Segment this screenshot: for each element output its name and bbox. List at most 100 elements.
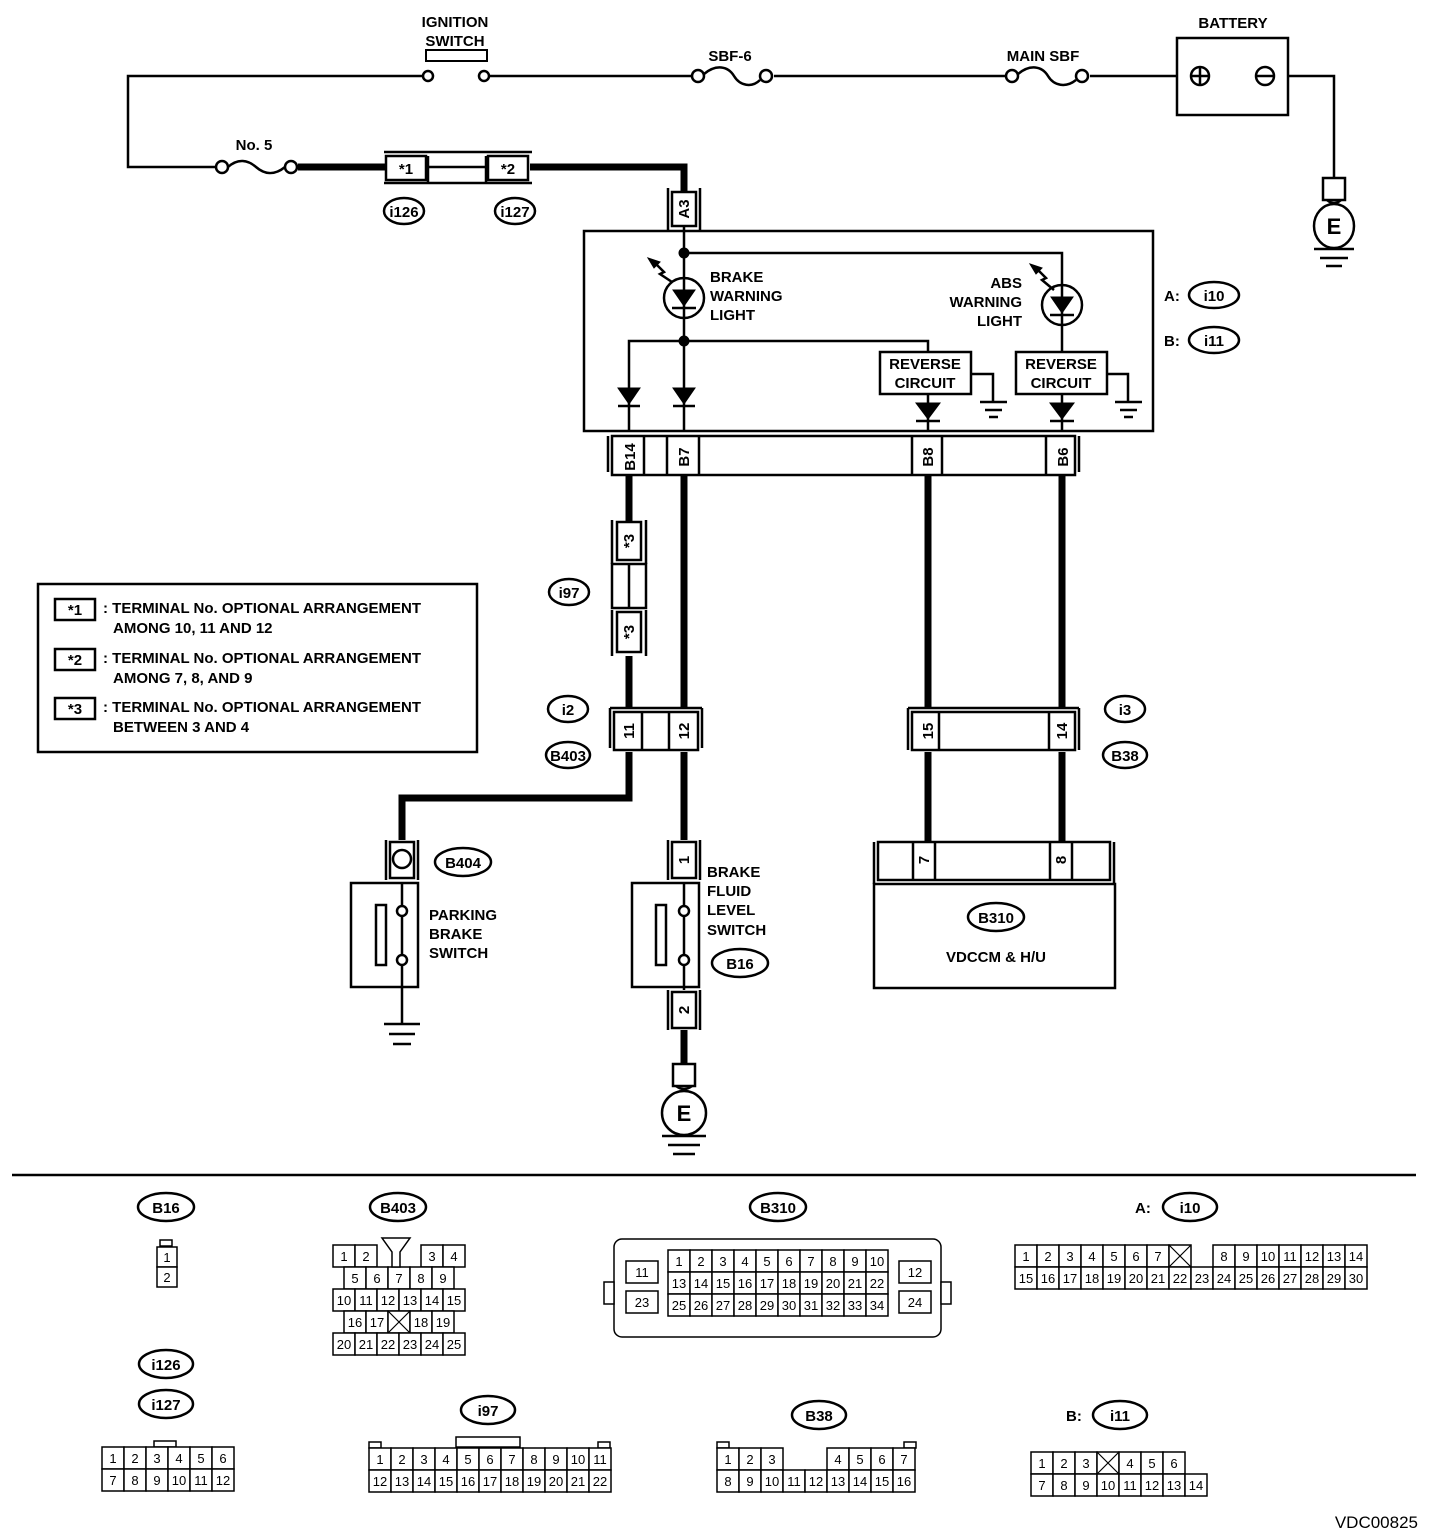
pin-number: 15 xyxy=(875,1474,889,1489)
pin-number: 4 xyxy=(741,1254,748,1269)
pin-number: 7 xyxy=(1154,1249,1161,1264)
pin-number: 8 xyxy=(417,1271,424,1286)
pin-cell xyxy=(625,1290,659,1314)
combination-meter: BRAKE WARNING LIGHT ABS WARNING LIGHT RE… xyxy=(582,226,1241,433)
pin-number: 17 xyxy=(483,1474,497,1489)
pin-number: 6 xyxy=(1170,1456,1177,1471)
pin-number: 27 xyxy=(716,1298,730,1313)
pin-cell xyxy=(156,1266,178,1288)
legend-item: *3 : TERMINAL No. OPTIONAL ARRANGEMENT B… xyxy=(53,696,421,736)
ignition-switch-label-2: SWITCH xyxy=(425,33,484,50)
vdccm-label: VDCCM & H/U xyxy=(946,949,1046,966)
pin-number: 9 xyxy=(1082,1478,1089,1493)
pin-number: 20 xyxy=(1129,1271,1143,1286)
terminal-b14: B14 xyxy=(622,443,639,471)
reverse-circuit-2-label-1: REVERSE xyxy=(1025,356,1097,373)
pin-number: 33 xyxy=(848,1298,862,1313)
pin-number: 4 xyxy=(1088,1249,1095,1264)
connector-i97: *3 *3 i97 xyxy=(547,520,648,656)
view-id-i10: i10 xyxy=(1180,1200,1201,1217)
harness-wires xyxy=(398,475,1066,1064)
pin-number: 27 xyxy=(1283,1271,1297,1286)
terminal-a3-label: A3 xyxy=(676,199,693,218)
connector-id-i2: i2 xyxy=(562,702,575,719)
legend-mark-2: *2 xyxy=(68,652,82,669)
legend-line-2b: AMONG 7, 8, AND 9 xyxy=(113,670,252,687)
pin-number: 25 xyxy=(672,1298,686,1313)
pin-number: 11 xyxy=(359,1293,373,1308)
pin-number: 19 xyxy=(1107,1271,1121,1286)
pin-number: 10 xyxy=(1261,1249,1275,1264)
pin-number: 6 xyxy=(373,1271,380,1286)
diagram-code: VDC00825 xyxy=(1335,1513,1418,1532)
pin-number: 34 xyxy=(870,1298,884,1313)
pin-number: 3 xyxy=(428,1249,435,1264)
abs-warning-label-1: ABS xyxy=(990,275,1022,292)
pin-number: 16 xyxy=(738,1276,752,1291)
pin-number: 7 xyxy=(508,1452,515,1467)
view-label-b: B: xyxy=(1066,1408,1082,1425)
pin-number: 8 xyxy=(530,1452,537,1467)
pin-number: 23 xyxy=(1195,1271,1209,1286)
pin-number: 11 xyxy=(593,1452,607,1467)
pin-number: 8 xyxy=(829,1254,836,1269)
power-wiring xyxy=(126,74,1336,196)
pin-number: 6 xyxy=(878,1452,885,1467)
pin-number: 11 xyxy=(1123,1478,1137,1493)
connector-id-b310: B310 xyxy=(978,910,1014,927)
pin-number: 5 xyxy=(1148,1456,1155,1471)
view-id-b16: B16 xyxy=(152,1200,180,1217)
pin-number: 2 xyxy=(398,1452,405,1467)
main-sbf-label: MAIN SBF xyxy=(1007,48,1080,65)
pin-number: 16 xyxy=(897,1474,911,1489)
pin-number: 5 xyxy=(197,1451,204,1466)
pin-number: 21 xyxy=(848,1276,862,1291)
pin-number: 12 xyxy=(908,1265,922,1280)
pin-cell xyxy=(1184,1473,1208,1497)
pin-number: 5 xyxy=(856,1452,863,1467)
pin-number: 16 xyxy=(348,1315,362,1330)
pin-number: 5 xyxy=(1110,1249,1117,1264)
brake-fluid-label-4: SWITCH xyxy=(707,922,766,939)
terminal-12: 12 xyxy=(676,723,693,740)
pin-number: 22 xyxy=(593,1474,607,1489)
pin-number: 11 xyxy=(194,1473,208,1488)
pin-number: 22 xyxy=(870,1276,884,1291)
connector-id-i3: i3 xyxy=(1119,702,1132,719)
pin-number: 16 xyxy=(1041,1271,1055,1286)
legend-mark-3: *3 xyxy=(68,701,82,718)
legend-line-1a: : TERMINAL No. OPTIONAL ARRANGEMENT xyxy=(103,600,421,617)
pin-number: 10 xyxy=(172,1473,186,1488)
pin-number: 4 xyxy=(450,1249,457,1264)
pin-number: 2 xyxy=(163,1270,170,1285)
pin-cell xyxy=(442,1332,466,1356)
pin-number: 12 xyxy=(373,1474,387,1489)
pin-number: 9 xyxy=(746,1474,753,1489)
pin-number: 3 xyxy=(153,1451,160,1466)
connector-i2-b403: 11 12 i2 B403 xyxy=(544,694,704,770)
pin-number: 20 xyxy=(826,1276,840,1291)
pin-number: 14 xyxy=(853,1474,867,1489)
pin-number: 5 xyxy=(351,1271,358,1286)
pin-number: 6 xyxy=(219,1451,226,1466)
pin-number: 12 xyxy=(809,1474,823,1489)
connector-i3-b38: 15 14 i3 B38 xyxy=(906,694,1149,770)
pin-number: 9 xyxy=(851,1254,858,1269)
pin-cell xyxy=(892,1469,916,1493)
brake-warning-label-3: LIGHT xyxy=(710,307,755,324)
connector-id-i97: i97 xyxy=(559,585,580,602)
pin-number: 4 xyxy=(834,1452,841,1467)
pin-number: 24 xyxy=(425,1337,439,1352)
pin-number: 8 xyxy=(131,1473,138,1488)
view-id-i11: i11 xyxy=(1110,1408,1130,1425)
pin-number: 9 xyxy=(552,1452,559,1467)
pin-number: 7 xyxy=(1038,1478,1045,1493)
pin-number: 13 xyxy=(395,1474,409,1489)
pin-number: 5 xyxy=(763,1254,770,1269)
view-id-i126: i126 xyxy=(151,1357,180,1374)
pin-number: 22 xyxy=(1173,1271,1187,1286)
pin-number: 13 xyxy=(1327,1249,1341,1264)
pin-number: 1 xyxy=(1022,1249,1029,1264)
view-id-b38: B38 xyxy=(805,1408,833,1425)
